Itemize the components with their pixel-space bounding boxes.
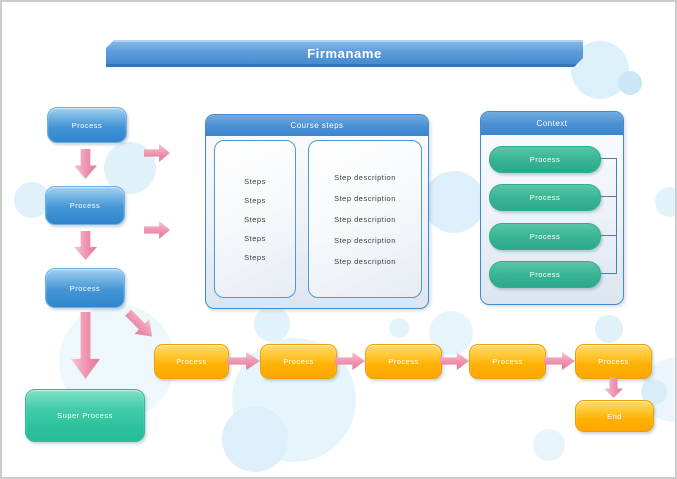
context-panel-title: Context — [481, 112, 623, 135]
decorative-circle — [14, 182, 50, 218]
connector-line — [599, 273, 616, 274]
step-item: Steps — [244, 233, 266, 243]
connector-arrow-down-icon — [604, 377, 623, 398]
decorative-circle — [595, 315, 623, 343]
connector-line — [599, 235, 616, 236]
step-descriptions-card: Step description Step description Step d… — [308, 140, 422, 298]
decorative-circle — [618, 71, 642, 95]
context-panel: Context Process Process Process Process — [480, 111, 624, 305]
course-steps-panel-title: Course steps — [206, 115, 428, 136]
decorative-circle — [533, 429, 565, 461]
connector-line — [616, 158, 617, 274]
decorative-circle — [423, 171, 485, 233]
process-node: Process — [575, 344, 652, 379]
course-steps-panel: Course steps Steps Steps Steps Steps Ste… — [205, 114, 429, 309]
step-item: Steps — [244, 176, 266, 186]
end-node: End — [575, 400, 654, 432]
connector-arrow-down-icon — [74, 149, 97, 179]
step-description-item: Step description — [334, 172, 396, 182]
connector-line — [599, 158, 616, 159]
process-node: Process — [469, 344, 546, 379]
step-description-item: Step description — [334, 193, 396, 203]
process-node: Process — [45, 186, 125, 225]
step-description-item: Step description — [334, 256, 396, 266]
decorative-circle — [389, 318, 409, 338]
context-process-node: Process — [489, 184, 601, 211]
context-process-node: Process — [489, 261, 601, 288]
step-item: Steps — [244, 214, 266, 224]
connector-arrow-right-icon — [144, 221, 170, 239]
context-process-node: Process — [489, 146, 601, 173]
step-descriptions-list: Step description Step description Step d… — [309, 141, 421, 297]
connector-line — [599, 196, 616, 197]
process-node: Process — [365, 344, 442, 379]
decorative-circle — [254, 306, 290, 342]
connector-arrow-right-icon — [544, 352, 575, 370]
decorative-circle — [222, 406, 288, 472]
step-description-item: Step description — [334, 235, 396, 245]
super-process-node: Super Process — [25, 389, 145, 442]
process-node: Process — [154, 344, 229, 379]
title-banner: Firmaname — [106, 40, 583, 67]
steps-card: Steps Steps Steps Steps Steps — [214, 140, 296, 298]
process-node: Process — [260, 344, 337, 379]
process-node: Process — [45, 268, 125, 308]
step-item: Steps — [244, 195, 266, 205]
steps-list: Steps Steps Steps Steps Steps — [215, 141, 295, 297]
step-description-item: Step description — [334, 214, 396, 224]
step-item: Steps — [244, 252, 266, 262]
decorative-circle — [655, 187, 675, 217]
process-node: Process — [47, 107, 127, 143]
connector-arrow-down-icon — [74, 231, 97, 260]
context-process-node: Process — [489, 223, 601, 250]
